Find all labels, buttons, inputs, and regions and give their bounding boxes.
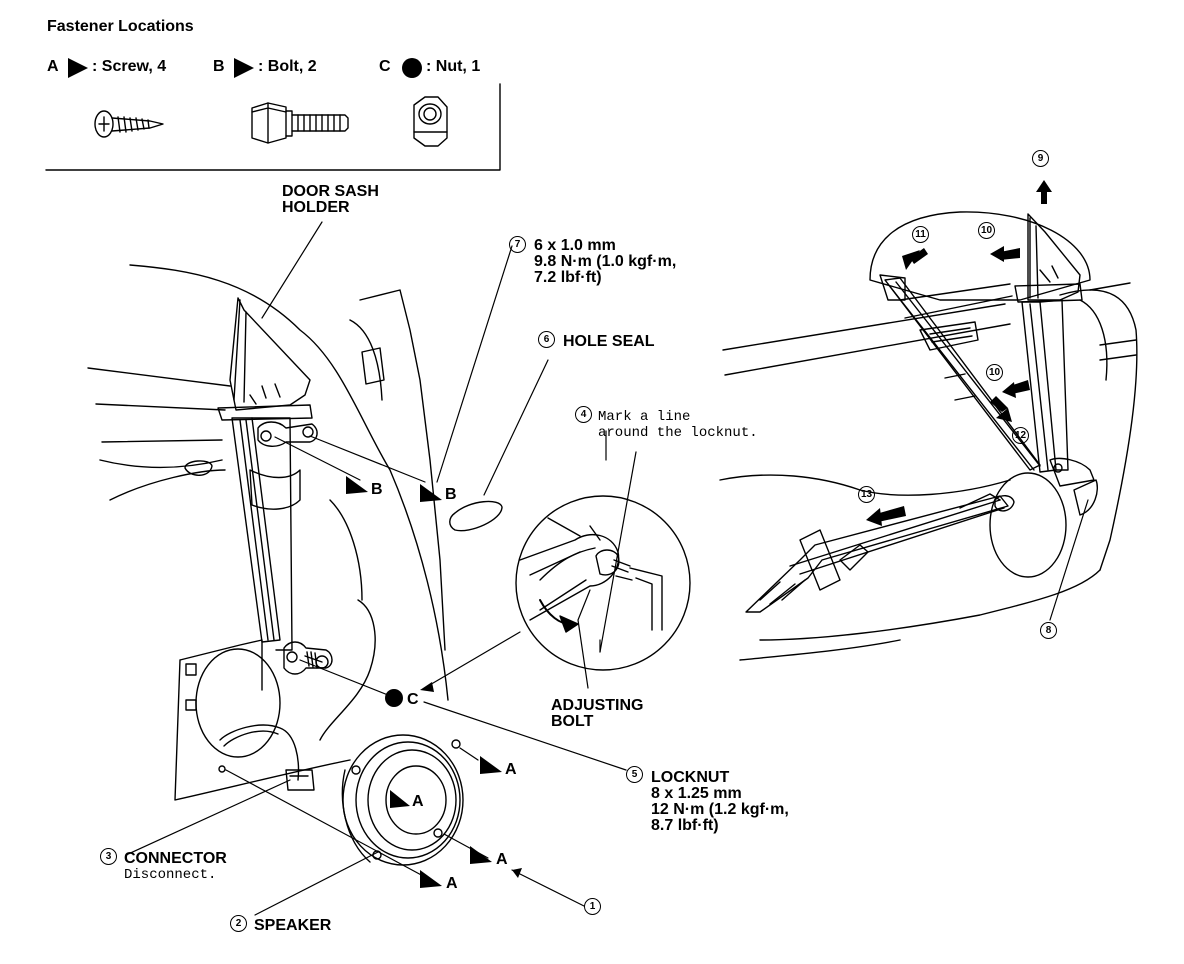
right-sash-holder xyxy=(1014,213,1095,487)
callout-5-line-2: 8 x 1.25 mm xyxy=(651,785,742,802)
marker-a3-letter: A xyxy=(496,851,508,868)
door-sash-holder-label-2: HOLDER xyxy=(282,199,350,216)
marker-c xyxy=(385,689,403,707)
callout-9-number: 9 xyxy=(1032,150,1049,168)
left-door-panel xyxy=(87,264,449,801)
callout-12-number: 12 xyxy=(1012,427,1029,445)
marker-b2-letter: B xyxy=(445,486,457,503)
callout-4-line-1: Mark a line xyxy=(598,409,691,425)
connector-sublabel: Disconnect. xyxy=(124,867,217,883)
connector-label: CONNECTOR xyxy=(124,850,227,867)
direction-arrows xyxy=(866,180,1052,526)
callout-3-number: 3 xyxy=(100,848,117,866)
adjusting-bolt-label-2: BOLT xyxy=(551,713,594,730)
marker-a2 xyxy=(390,790,410,808)
callout-10b-number: 10 xyxy=(986,364,1003,382)
legend-text-a: : Screw, 4 xyxy=(92,58,167,75)
legend-letter-c: C xyxy=(379,58,391,75)
arrow-10-mid xyxy=(1002,380,1030,398)
callout-5-number: 5 xyxy=(626,766,643,784)
legend-letter-a: A xyxy=(47,58,59,75)
legend-triangle-b xyxy=(234,58,254,78)
callout-4-line-2: around the locknut. xyxy=(598,425,758,441)
marker-b1 xyxy=(346,476,368,494)
callout-11-number: 11 xyxy=(912,226,929,244)
arrow-13 xyxy=(866,506,906,526)
callout-1-number: 1 xyxy=(584,898,601,916)
callout-7-line-2: 9.8 N·m (1.0 kgf·m, xyxy=(534,253,677,270)
nut-icon xyxy=(413,96,448,147)
run-channel xyxy=(879,274,1041,471)
hole-seal xyxy=(449,500,503,532)
right-leader-lines xyxy=(1049,499,1089,621)
callout-2-number: 2 xyxy=(230,915,247,933)
callout-13-number: 13 xyxy=(858,486,875,504)
legend-text-b: : Bolt, 2 xyxy=(258,58,317,75)
legend-letter-b: B xyxy=(213,58,225,75)
arrow-up-9 xyxy=(1036,180,1052,204)
detail-magnifier xyxy=(515,495,691,671)
adjusting-bolt-label-1: ADJUSTING xyxy=(551,697,644,714)
legend-dot-c xyxy=(402,58,422,78)
door-sash-holder xyxy=(217,297,333,675)
speaker-unit xyxy=(341,734,464,866)
callout-10a-number: 10 xyxy=(978,222,995,240)
legend-triangle-a xyxy=(68,58,88,78)
callout-5-line-4: 8.7 lbf·ft) xyxy=(651,817,719,834)
marker-b1-letter: B xyxy=(371,481,383,498)
arrow-11 xyxy=(902,248,928,270)
screw-icon xyxy=(94,110,164,138)
lower-channel xyxy=(745,493,1015,613)
callout-7-line-3: 7.2 lbf·ft) xyxy=(534,269,602,286)
fastener-locations-title: Fastener Locations xyxy=(47,18,194,35)
connector-wiring xyxy=(219,724,315,791)
callout-7-number: 7 xyxy=(509,236,526,254)
marker-b2 xyxy=(420,484,442,502)
leader-lines-left xyxy=(125,221,637,916)
speaker-label: SPEAKER xyxy=(254,917,332,934)
leader-arrowheads xyxy=(420,682,522,878)
hole-seal-label: HOLE SEAL xyxy=(563,333,655,350)
callout-6-number: 6 xyxy=(538,331,555,349)
marker-a4 xyxy=(420,870,442,888)
arrow-12 xyxy=(990,396,1012,422)
marker-a1 xyxy=(480,756,502,774)
marker-a4-letter: A xyxy=(446,875,458,892)
fastener-box-frame xyxy=(45,83,501,171)
callout-4-number: 4 xyxy=(575,406,592,424)
bolt-icon xyxy=(251,102,349,144)
callout-5-line-1: LOCKNUT xyxy=(651,769,730,786)
marker-c-letter: C xyxy=(407,691,419,708)
callout-5-line-3: 12 N·m (1.2 kgf·m, xyxy=(651,801,789,818)
marker-a3 xyxy=(470,846,492,864)
callout-7-line-1: 6 x 1.0 mm xyxy=(534,237,616,254)
callout-8-number: 8 xyxy=(1040,622,1057,640)
arrow-10-top xyxy=(990,246,1020,262)
legend-text-c: : Nut, 1 xyxy=(426,58,481,75)
fastener-markers xyxy=(68,58,502,888)
door-sash-holder-label-1: DOOR SASH xyxy=(282,183,379,200)
marker-a2-letter: A xyxy=(412,793,424,810)
marker-a1-letter: A xyxy=(505,761,517,778)
right-door-panel xyxy=(719,211,1138,661)
